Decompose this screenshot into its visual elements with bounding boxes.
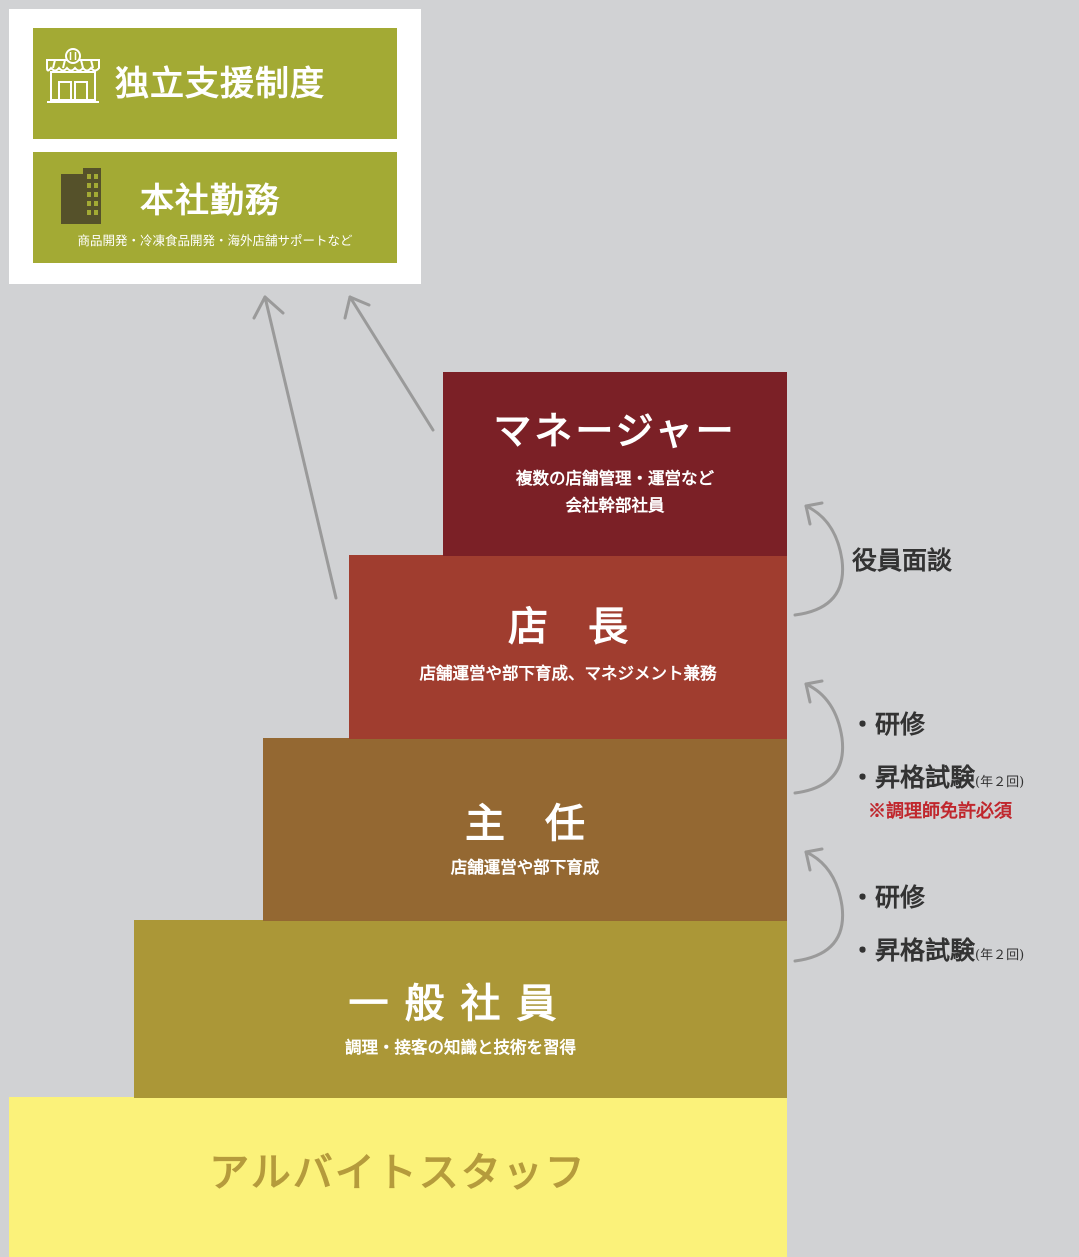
step-part-time-staff: アルバイトスタッフ	[9, 1097, 787, 1257]
general-employee-title: 一般社員	[348, 981, 573, 1027]
headquarters-subtitle: 商品開発・冷凍食品開発・海外店舗サポートなど	[77, 233, 353, 248]
step-manager: マネージャー 複数の店舗管理・運営など 会社幹部社員	[443, 372, 787, 556]
promotion-note-executive-interview: 役員面談	[852, 546, 953, 575]
curved-arrow-icon	[793, 501, 845, 617]
promotion-note-exam: ・昇格試験(年２回)	[850, 935, 1024, 972]
career-options-panel: 独立支援制度 本社勤務 商品開発・冷凍食品開発・海外店舗サポートなど	[9, 9, 421, 284]
step-store-manager: 店 長 店舗運営や部下育成、マネジメント兼務	[349, 555, 787, 739]
up-arrow-icon	[343, 295, 435, 432]
chief-title: 主 任	[465, 801, 585, 847]
manager-subtitle-2: 会社幹部社員	[565, 496, 665, 515]
independence-support-box: 独立支援制度	[33, 28, 397, 139]
promotion-note-training: ・研修	[850, 710, 926, 739]
store-manager-subtitle: 店舗運営や部下育成、マネジメント兼務	[419, 664, 717, 683]
manager-title: マネージャー	[493, 409, 737, 453]
step-chief: 主 任 店舗運営や部下育成	[263, 738, 787, 921]
chief-subtitle: 店舗運営や部下育成	[450, 858, 600, 877]
shop-icon	[46, 48, 100, 103]
license-requirement-note: ※調理師免許必須	[868, 801, 1012, 822]
part-time-title: アルバイトスタッフ	[209, 1150, 587, 1196]
exam-frequency: (年２回)	[975, 775, 1025, 790]
office-building-icon	[61, 168, 101, 224]
promotion-note-training: ・研修	[850, 883, 926, 912]
independence-title: 独立支援制度	[115, 64, 325, 104]
headquarters-box: 本社勤務 商品開発・冷凍食品開発・海外店舗サポートなど	[33, 152, 397, 263]
exam-label: ・昇格試験	[850, 763, 976, 792]
curved-arrow-icon	[793, 679, 845, 795]
store-manager-title: 店 長	[508, 604, 628, 650]
manager-subtitle-1: 複数の店舗管理・運営など	[516, 469, 714, 488]
curved-arrow-icon	[793, 847, 845, 963]
promotion-note-exam: ・昇格試験(年２回)	[850, 762, 1024, 799]
headquarters-title: 本社勤務	[140, 181, 280, 221]
up-arrow-icon	[252, 295, 338, 600]
exam-frequency: (年２回)	[975, 948, 1025, 963]
general-employee-subtitle: 調理・接客の知識と技術を習得	[345, 1038, 576, 1057]
exam-label: ・昇格試験	[850, 936, 976, 965]
step-general-employee: 一般社員 調理・接客の知識と技術を習得	[134, 920, 787, 1098]
